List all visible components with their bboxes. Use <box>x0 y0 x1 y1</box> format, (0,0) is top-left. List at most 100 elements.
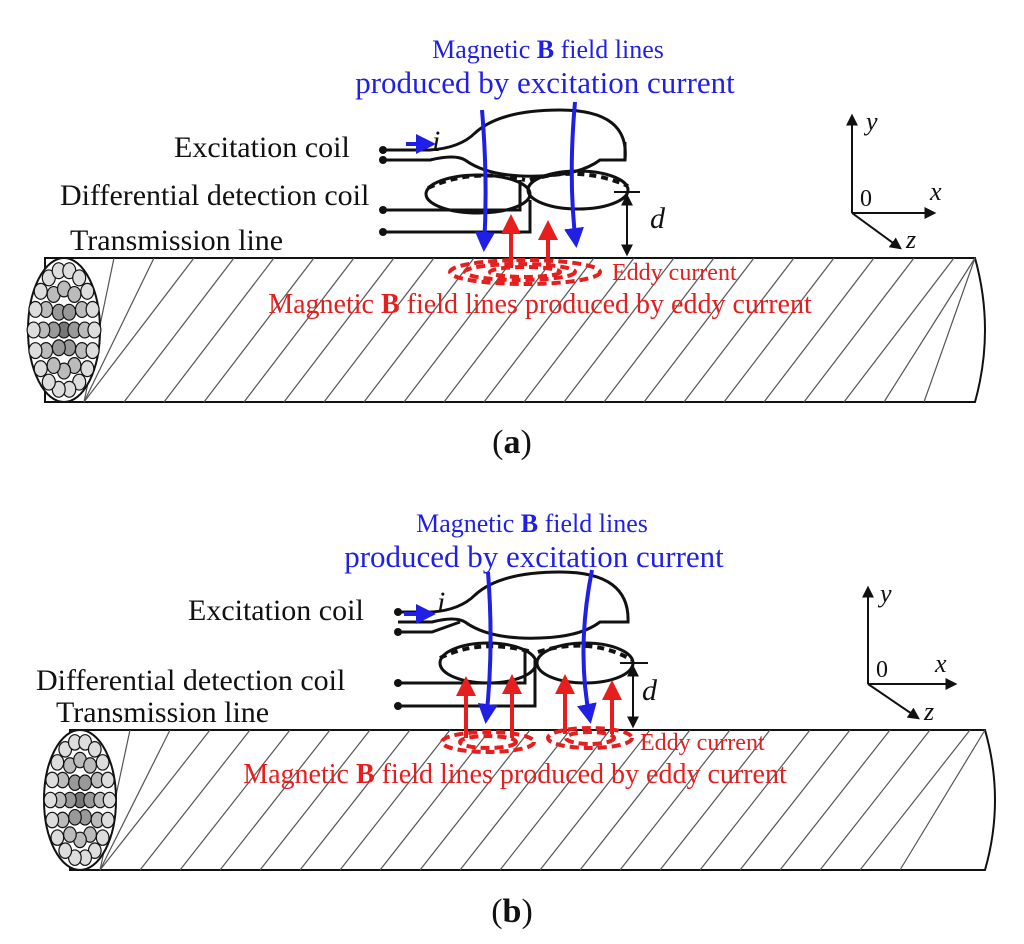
strand-hatch-line <box>683 257 795 403</box>
cable-strand <box>67 285 82 303</box>
differential-detection-coil-b <box>394 641 648 710</box>
excitation-field-line-right-a <box>564 101 584 248</box>
panel-b: Magnetic B field lines produced by excit… <box>36 509 996 930</box>
cable-strand <box>46 357 61 375</box>
eddy-current-loops-b <box>440 726 634 754</box>
strand-hatch-line <box>283 257 395 403</box>
cable-strand <box>50 754 65 771</box>
cable-strand <box>28 300 43 318</box>
detection-coil-label-a: Differential detection coil <box>60 179 369 212</box>
strand-hatch-line <box>763 257 875 403</box>
strand-hatch-line <box>243 257 355 403</box>
cable-strand <box>45 771 60 789</box>
detection-coil-label-b: Differential detection coil <box>36 664 345 697</box>
excitation-field-line-right-b <box>577 569 597 724</box>
transmission-line-cable-a <box>26 257 986 403</box>
cable-strand <box>26 321 41 339</box>
strand-hatch-line <box>723 257 835 403</box>
strand-hatch-line <box>339 729 451 871</box>
cable-strand <box>100 811 115 829</box>
strand-hatch-line <box>579 729 691 871</box>
panel-caption-a: (a) <box>492 424 532 461</box>
transmission-line-label-b: Transmission line <box>56 696 269 729</box>
transmission-line-label-a: Transmission line <box>70 224 283 257</box>
strand-hatch-line <box>459 729 571 871</box>
strand-hatch-line <box>99 729 171 871</box>
cable-strand <box>87 321 102 339</box>
svg-text:x: x <box>929 177 942 206</box>
coordinate-axes-b: y x z 0 <box>862 579 958 726</box>
cable-strand <box>28 342 43 360</box>
cable-strand <box>41 373 56 391</box>
svg-text:z: z <box>923 697 934 726</box>
strand-hatch-line <box>619 729 731 871</box>
strand-hatch-line <box>563 257 675 403</box>
strand-hatch-line <box>83 257 155 403</box>
strand-hatch-line <box>219 729 331 871</box>
strand-hatch-line <box>779 729 891 871</box>
cable-strand <box>45 811 60 829</box>
cable-strand <box>83 757 97 774</box>
cable-strand <box>95 829 110 846</box>
strand-hatch-line <box>99 729 211 871</box>
strand-hatch-line <box>323 257 435 403</box>
cable-strand <box>68 808 82 826</box>
lift-off-symbol-b: d <box>642 674 658 707</box>
excitation-coil-b <box>394 570 630 640</box>
panel-caption-b: (b) <box>491 893 533 930</box>
transmission-line-cable-b <box>43 729 996 871</box>
svg-text:y: y <box>863 107 878 136</box>
differential-detection-coil-a <box>379 169 640 236</box>
cable-cross-section-strands-b <box>43 734 117 866</box>
strand-hatch-line <box>659 729 771 871</box>
cable-strand <box>95 754 110 771</box>
strand-hatch-line <box>699 729 811 871</box>
eddy-field-label-b: Magnetic B field lines produced by eddy … <box>243 759 787 790</box>
strand-hatch-line <box>899 729 986 871</box>
eddy-current-label-b: Eddy current <box>640 730 765 756</box>
cable-strand <box>102 791 117 809</box>
svg-text:0: 0 <box>860 186 872 212</box>
cable-strand <box>43 791 58 809</box>
excitation-field-label-line2-a: produced by excitation current <box>355 65 735 100</box>
strand-hatch-line <box>83 257 195 403</box>
strand-hatch-line <box>523 257 635 403</box>
svg-text:y: y <box>877 579 892 608</box>
cable-strand <box>63 826 77 843</box>
excitation-coil-a <box>379 108 627 178</box>
excitation-field-line-left-a <box>474 109 495 252</box>
strand-hatch-line <box>843 257 955 403</box>
strand-hatch-line <box>483 257 595 403</box>
strand-hatch-line <box>883 257 976 403</box>
strand-hatch-line <box>179 729 291 871</box>
cable-cross-section-strands-a <box>26 262 102 398</box>
strand-hatch-line <box>819 729 931 871</box>
cable-strand <box>58 842 73 859</box>
panel-a: Magnetic B field lines produced by excit… <box>26 35 986 461</box>
strand-hatch-line <box>123 257 235 403</box>
excitation-field-label-line2-b: produced by excitation current <box>344 539 724 574</box>
strand-hatch-line <box>163 257 275 403</box>
cable-strand-hatching-a <box>83 257 976 403</box>
svg-text:x: x <box>934 649 947 678</box>
cable-strand <box>33 282 48 300</box>
coordinate-axes-a: y x z 0 <box>846 107 942 254</box>
excitation-field-label-line1-a: Magnetic B field lines <box>432 35 664 64</box>
strand-hatch-line <box>443 257 555 403</box>
cable-strand <box>51 339 66 357</box>
cable-strand <box>80 282 95 300</box>
excitation-coil-label-b: Excitation coil <box>188 594 364 627</box>
strand-hatch-line <box>259 729 371 871</box>
cable-strand <box>85 342 100 360</box>
svg-text:0: 0 <box>876 657 888 683</box>
excitation-field-label-line1-b: Magnetic B field lines <box>416 509 648 538</box>
cable-strand <box>72 269 87 287</box>
strand-hatch-line <box>603 257 715 403</box>
cable-strand <box>78 774 92 792</box>
strand-hatch-line <box>643 257 755 403</box>
strand-hatch-line <box>419 729 531 871</box>
strand-hatch-line <box>539 729 651 871</box>
cable-strand <box>33 360 48 378</box>
strand-hatch-line <box>203 257 315 403</box>
